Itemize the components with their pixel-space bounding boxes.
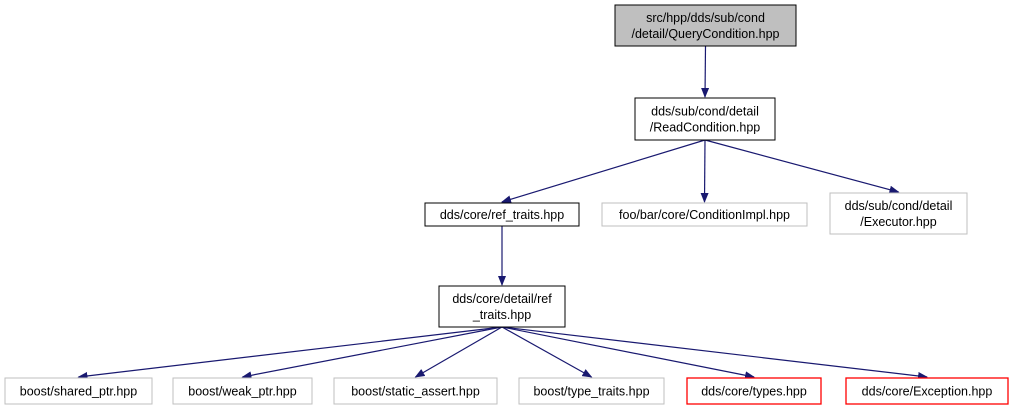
edge-detail-ref-traits-to-type-traits bbox=[501, 326, 593, 378]
node-label: boost/static_assert.hpp bbox=[351, 385, 480, 399]
node-label: boost/weak_ptr.hpp bbox=[188, 385, 296, 399]
node-label: _traits.hpp bbox=[472, 308, 531, 322]
node-label: src/hpp/dds/sub/cond bbox=[646, 11, 765, 25]
edge-detail-ref-traits-to-types bbox=[501, 326, 755, 380]
node-box bbox=[601, 202, 808, 227]
node-box bbox=[845, 377, 1009, 405]
node-box bbox=[4, 377, 153, 405]
node-box bbox=[424, 202, 580, 227]
node-label: boost/shared_ptr.hpp bbox=[20, 385, 137, 399]
node-label: /ReadCondition.hpp bbox=[650, 121, 761, 135]
node-label: dds/core/detail/ref bbox=[452, 292, 552, 306]
node-type-traits[interactable]: boost/type_traits.hpp bbox=[518, 377, 665, 405]
edge-layer bbox=[77, 45, 928, 380]
node-detail-ref-traits[interactable]: dds/core/detail/ref _traits.hpp bbox=[438, 285, 566, 328]
node-box bbox=[333, 377, 498, 405]
edge-detail-ref-traits-to-static-assert bbox=[414, 326, 503, 378]
node-box bbox=[634, 97, 776, 141]
node-label: boost/type_traits.hpp bbox=[533, 385, 649, 399]
edge-querycondition-to-readcondition bbox=[701, 45, 710, 98]
node-label: dds/core/ref_traits.hpp bbox=[440, 208, 564, 222]
edge-readcondition-to-ref-traits bbox=[501, 139, 706, 204]
node-label: dds/sub/cond/detail bbox=[651, 105, 759, 119]
node-layer: src/hpp/dds/sub/cond/detail/QueryConditi… bbox=[4, 4, 1009, 405]
node-box bbox=[686, 377, 822, 405]
node-label: dds/core/Exception.hpp bbox=[862, 385, 993, 399]
node-ref-traits[interactable]: dds/core/ref_traits.hpp bbox=[424, 202, 580, 227]
node-readcondition[interactable]: dds/sub/cond/detail/ReadCondition.hpp bbox=[634, 97, 776, 141]
edge-detail-ref-traits-to-weak-ptr bbox=[241, 326, 503, 380]
node-label: dds/core/types.hpp bbox=[701, 385, 807, 399]
node-querycondition: src/hpp/dds/sub/cond/detail/QueryConditi… bbox=[614, 4, 797, 47]
node-static-assert[interactable]: boost/static_assert.hpp bbox=[333, 377, 498, 405]
edge-readcondition-to-conditionimpl bbox=[700, 139, 709, 203]
node-weak-ptr[interactable]: boost/weak_ptr.hpp bbox=[172, 377, 313, 405]
node-box bbox=[172, 377, 313, 405]
node-executor[interactable]: dds/sub/cond/detail/Executor.hpp bbox=[829, 192, 968, 235]
node-exception[interactable]: dds/core/Exception.hpp bbox=[845, 377, 1009, 405]
node-label: dds/sub/cond/detail bbox=[845, 199, 953, 213]
edge-detail-ref-traits-to-shared-ptr bbox=[77, 326, 503, 380]
node-box bbox=[438, 285, 566, 328]
node-types[interactable]: dds/core/types.hpp bbox=[686, 377, 822, 405]
edge-detail-ref-traits-to-exception bbox=[501, 326, 928, 380]
node-label: foo/bar/core/ConditionImpl.hpp bbox=[619, 208, 790, 222]
node-conditionimpl[interactable]: foo/bar/core/ConditionImpl.hpp bbox=[601, 202, 808, 227]
node-label: /detail/QueryCondition.hpp bbox=[631, 27, 779, 41]
node-box bbox=[829, 192, 968, 235]
edge-readcondition-to-executor bbox=[704, 139, 900, 194]
node-box bbox=[518, 377, 665, 405]
node-label: /Executor.hpp bbox=[860, 215, 936, 229]
node-box bbox=[614, 4, 797, 47]
node-shared-ptr[interactable]: boost/shared_ptr.hpp bbox=[4, 377, 153, 405]
